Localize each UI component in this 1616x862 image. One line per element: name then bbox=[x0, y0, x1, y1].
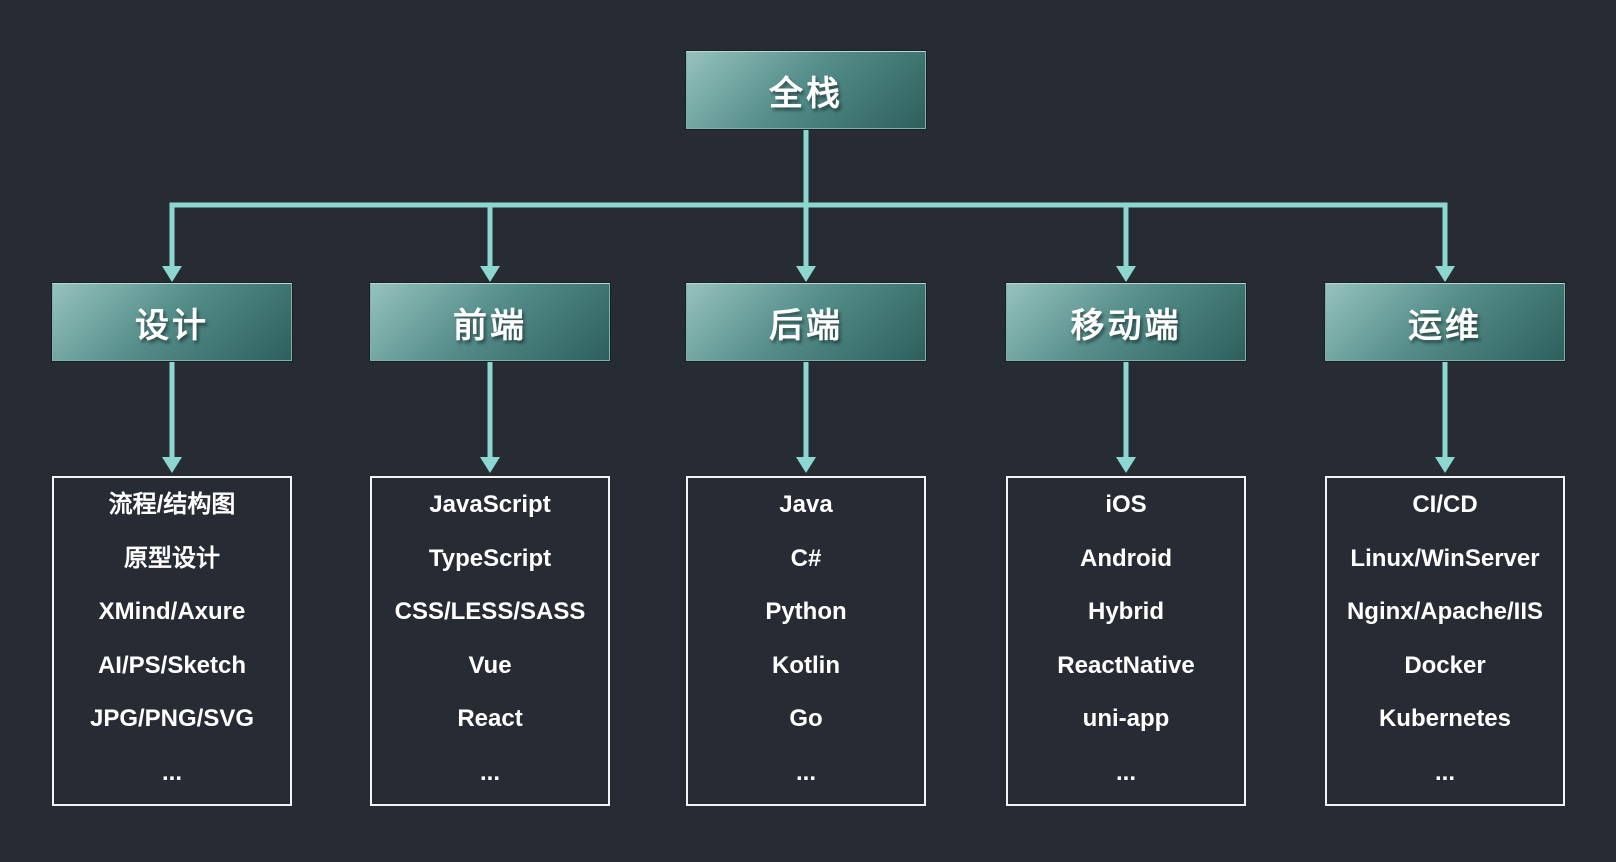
list-item: Hybrid bbox=[1087, 598, 1164, 626]
list-item: uni-app bbox=[1082, 705, 1170, 733]
arrow-down-icon bbox=[1435, 266, 1455, 282]
list-item: Kotlin bbox=[772, 651, 840, 679]
list-box-backend[interactable]: Java C# Python Kotlin Go ... bbox=[686, 476, 926, 806]
list-box-mobile[interactable]: iOS Android Hybrid ReactNative uni-app .… bbox=[1006, 476, 1246, 806]
list-item-ellipsis: ... bbox=[1434, 758, 1455, 786]
list-item: 原型设计 bbox=[124, 544, 220, 572]
list-box-frontend[interactable]: JavaScript TypeScript CSS/LESS/SASS Vue … bbox=[370, 476, 610, 806]
list-item: Docker bbox=[1404, 651, 1486, 679]
list-item: ReactNative bbox=[1057, 651, 1195, 679]
arrow-down-icon bbox=[1116, 266, 1136, 282]
list-item: Python bbox=[765, 598, 847, 626]
list-item: JavaScript bbox=[429, 491, 551, 518]
arrow-down-icon bbox=[162, 266, 182, 282]
list-item-ellipsis: ... bbox=[479, 758, 500, 786]
list-item-ellipsis: ... bbox=[1115, 758, 1136, 786]
list-item: Vue bbox=[468, 651, 512, 679]
list-item: Java bbox=[779, 491, 833, 518]
root-node-label: 全栈 bbox=[769, 74, 843, 113]
list-item: Go bbox=[789, 705, 823, 733]
arrow-down-icon bbox=[796, 266, 816, 282]
branch-node-label: 前端 bbox=[453, 306, 527, 345]
list-item: C# bbox=[790, 544, 822, 572]
list-item-ellipsis: ... bbox=[795, 758, 816, 786]
list-item: JPG/PNG/SVG bbox=[89, 705, 255, 733]
list-item: XMind/Axure bbox=[98, 598, 246, 626]
arrow-down-icon bbox=[1435, 457, 1455, 473]
branch-node-design[interactable]: 设计 bbox=[52, 283, 292, 361]
arrow-down-icon bbox=[480, 266, 500, 282]
list-item: Nginx/Apache/IIS bbox=[1346, 598, 1544, 626]
list-box-devops[interactable]: CI/CD Linux/WinServer Nginx/Apache/IIS D… bbox=[1325, 476, 1565, 806]
list-item: Linux/WinServer bbox=[1350, 544, 1540, 572]
list-item: 流程/结构图 bbox=[108, 491, 236, 518]
arrow-down-icon bbox=[796, 457, 816, 473]
list-item: CSS/LESS/SASS bbox=[394, 598, 586, 626]
branch-node-label: 后端 bbox=[769, 306, 843, 345]
branch-node-frontend[interactable]: 前端 bbox=[370, 283, 610, 361]
list-item: CI/CD bbox=[1412, 491, 1478, 518]
arrow-down-icon bbox=[1116, 457, 1136, 473]
list-box-design[interactable]: 流程/结构图 原型设计 XMind/Axure AI/PS/Sketch JPG… bbox=[52, 476, 292, 806]
branch-node-label: 运维 bbox=[1408, 306, 1482, 345]
list-item: TypeScript bbox=[428, 544, 552, 572]
branch-node-devops[interactable]: 运维 bbox=[1325, 283, 1565, 361]
list-item: Android bbox=[1080, 544, 1172, 572]
root-node-fullstack[interactable]: 全栈 bbox=[686, 51, 926, 129]
branch-node-mobile[interactable]: 移动端 bbox=[1006, 283, 1246, 361]
arrow-down-icon bbox=[480, 457, 500, 473]
branch-node-backend[interactable]: 后端 bbox=[686, 283, 926, 361]
list-item-ellipsis: ... bbox=[161, 758, 182, 786]
list-item: React bbox=[457, 705, 523, 733]
branch-node-label: 移动端 bbox=[1070, 306, 1182, 345]
list-item: AI/PS/Sketch bbox=[97, 651, 247, 679]
branch-node-label: 设计 bbox=[135, 306, 209, 345]
list-item: Kubernetes bbox=[1378, 705, 1512, 733]
arrow-down-icon bbox=[162, 457, 182, 473]
list-item: iOS bbox=[1105, 491, 1147, 518]
